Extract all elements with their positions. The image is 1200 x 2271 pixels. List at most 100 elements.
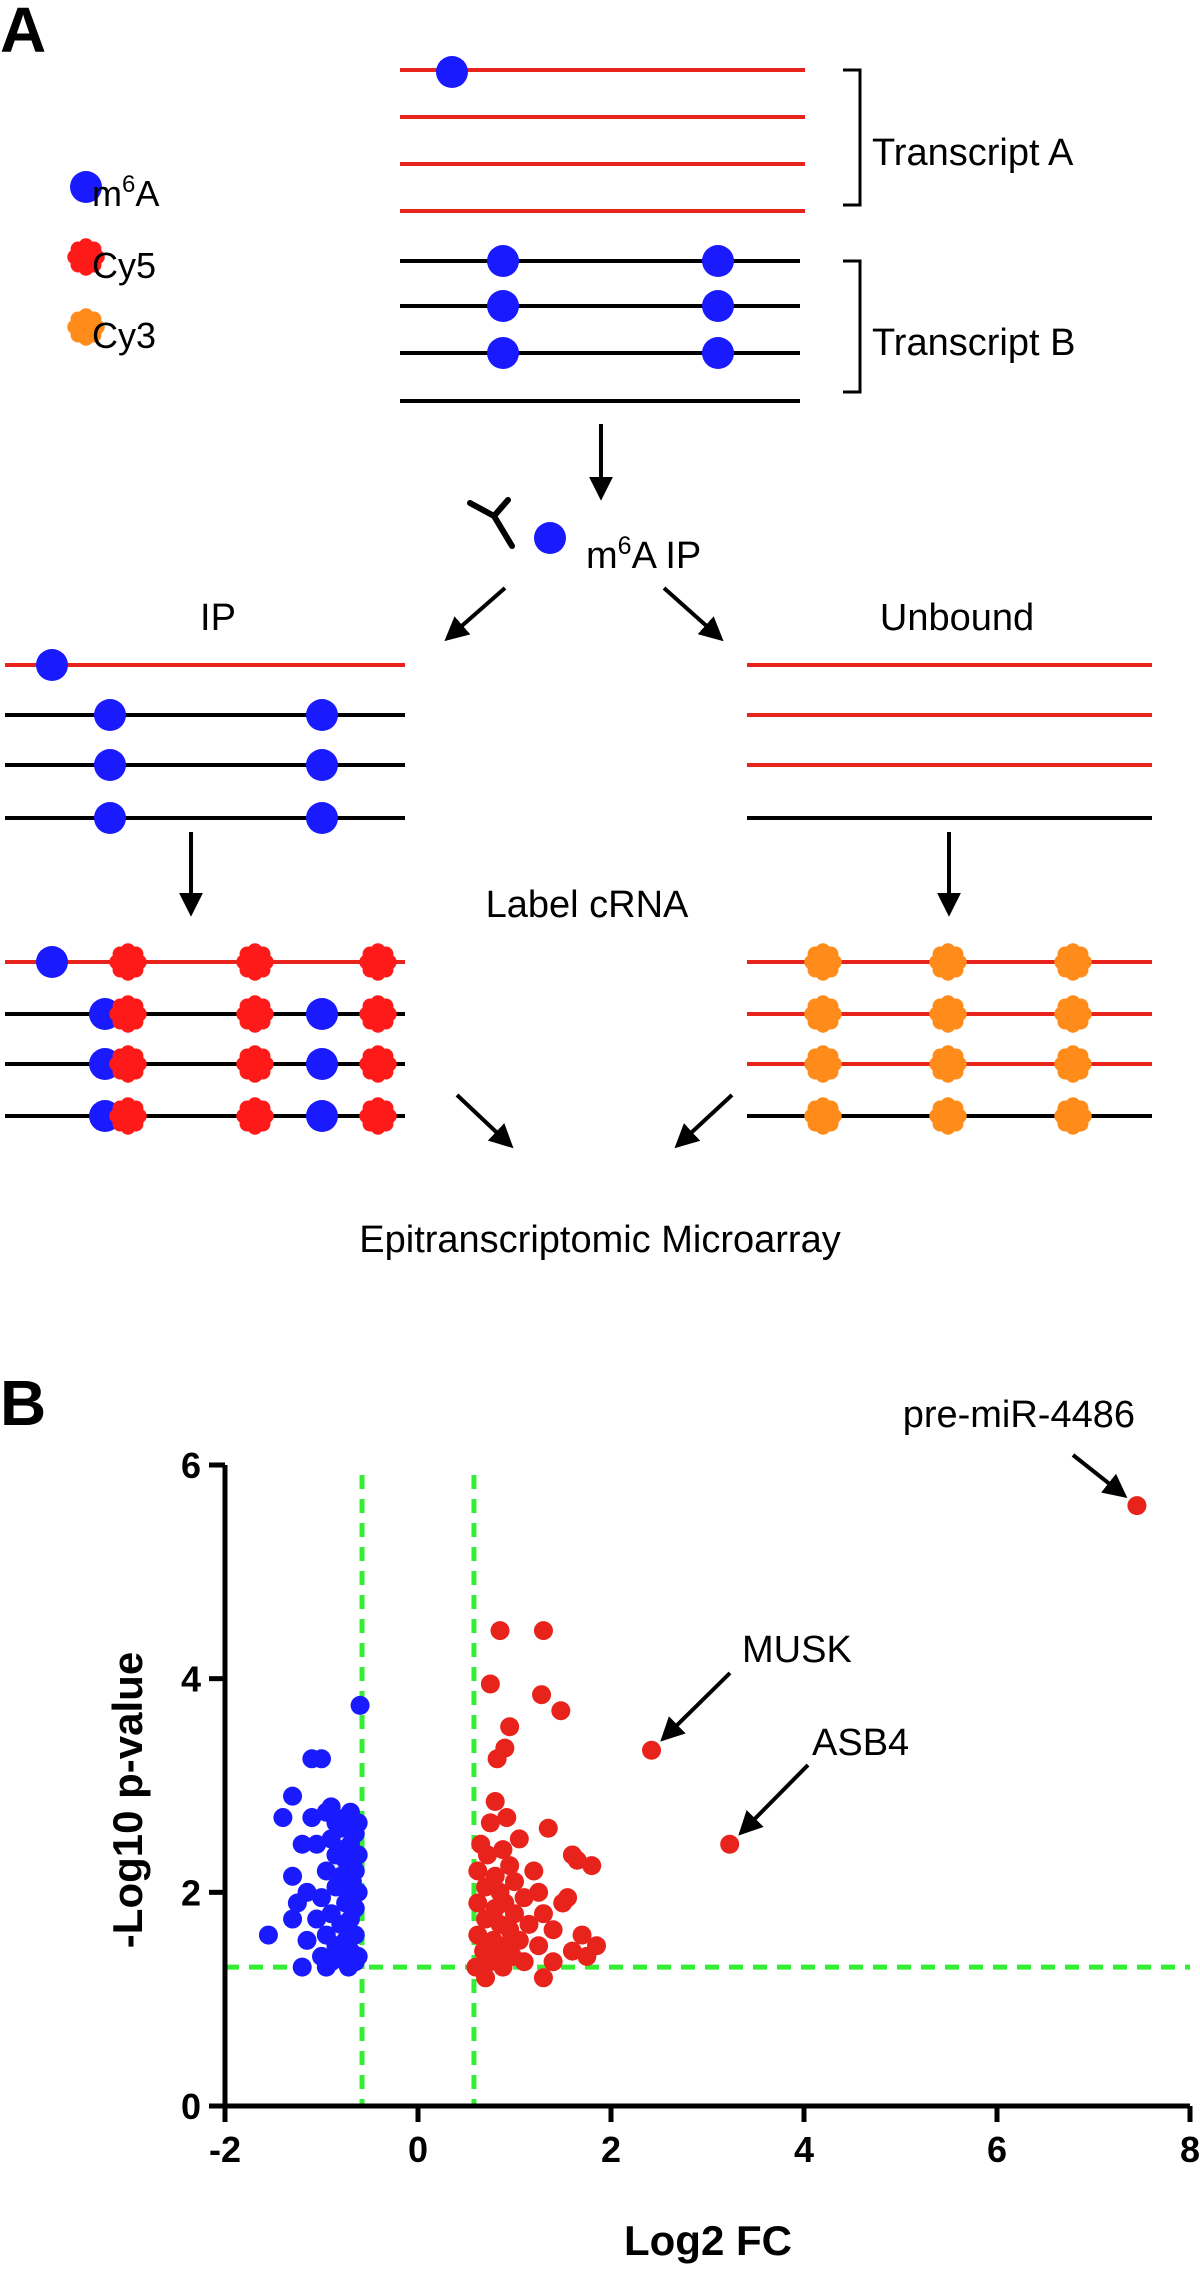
panel-a: A m6A Cy5 Cy3 Transcript A Transcript B … [0, 0, 1152, 1261]
m6a-dot [702, 245, 734, 277]
up-regulated-point [582, 1856, 602, 1876]
y-tick-label: 6 [181, 1445, 201, 1486]
m6a-dot [702, 337, 734, 369]
up-regulated-point [480, 1674, 500, 1694]
arrow-ip-to-array [455, 1093, 514, 1149]
annotation-pre-mir-4486-label: pre-miR-4486 [903, 1394, 1135, 1436]
down-regulated-point [342, 1872, 362, 1892]
y-tick-label: 0 [181, 2086, 201, 2127]
cy5-label-mark [359, 1097, 397, 1135]
legend-markers [67, 171, 105, 346]
up-regulated-point [562, 1845, 582, 1865]
legend-m6a-icon [70, 171, 102, 203]
x-tick-label: 8 [1180, 2129, 1200, 2170]
up-regulated-point [533, 1904, 553, 1924]
up-regulated-point [509, 1829, 529, 1849]
down-regulated-point [350, 1695, 370, 1715]
up-regulated-point [468, 1925, 488, 1945]
x-tick-label: 0 [408, 2129, 428, 2170]
cy3-label-mark [804, 995, 842, 1033]
cy5-label-mark [236, 995, 274, 1033]
cy3-label-mark [1054, 1045, 1092, 1083]
m6a-dot [306, 699, 338, 731]
x-tick-label: 2 [601, 2129, 621, 2170]
m6a-dot [306, 1048, 338, 1080]
down-regulated-point [283, 1786, 303, 1806]
up-regulated-point [500, 1856, 520, 1876]
m6a-dot [36, 946, 68, 978]
cy5-label-mark [359, 1045, 397, 1083]
down-regulated-point [312, 1749, 331, 1769]
panel-b-letter: B [0, 1367, 46, 1439]
cy5-label-mark [236, 1045, 274, 1083]
up-regulated-point [505, 1904, 524, 1924]
down-regulated-point [258, 1925, 278, 1945]
down-regulated-point [348, 1845, 368, 1865]
cy3-label-mark [929, 1045, 967, 1083]
arrow-to-ip-fraction [444, 586, 507, 642]
up-regulated-point [551, 1701, 571, 1721]
up-regulated-point [476, 1968, 496, 1988]
threshold-lines [225, 1475, 1190, 2106]
y-axis-title: -Log10 p-value [104, 1652, 151, 1948]
down-regulated-point [273, 1808, 293, 1828]
arrow-unbound-to-array [674, 1093, 734, 1149]
down-regulated-point [348, 1813, 368, 1833]
down-regulated-point [312, 1888, 331, 1908]
up-regulated-point [543, 1920, 563, 1940]
down-regulated-point [345, 1925, 365, 1945]
up-regulated-point [529, 1936, 549, 1956]
bracket-transcript-b [843, 259, 862, 394]
transcript-a-label: Transcript A [872, 132, 1074, 174]
m6a-dot [94, 802, 126, 834]
up-regulated-point [587, 1936, 607, 1956]
up-regulated-point [529, 1882, 549, 1902]
legend: m6A Cy5 Cy3 [67, 171, 159, 356]
up-regulated-point [533, 1968, 553, 1988]
legend-cy5-label: Cy5 [92, 245, 156, 286]
transcript-b-label: Transcript B [872, 322, 1075, 364]
up-regulated-point [468, 1861, 488, 1881]
down-regulated-point [331, 1840, 351, 1860]
down-regulated-point [345, 1898, 365, 1918]
annotation-musk-label: MUSK [742, 1629, 852, 1671]
up-regulated-point [1127, 1496, 1147, 1516]
up-regulated-point [495, 1738, 515, 1758]
up-regulated-point [519, 1914, 539, 1934]
m6a-dot [36, 649, 68, 681]
up-regulated-point [468, 1893, 488, 1913]
m6a-dot [487, 290, 519, 322]
annotation-musk-arrow [660, 1671, 732, 1742]
ip-fraction-label: IP [200, 597, 236, 639]
y-tick-label: 2 [181, 1872, 201, 1913]
m6a-dot [702, 290, 734, 322]
cy3-label-mark [1054, 1097, 1092, 1135]
m6a-dot [306, 1100, 338, 1132]
up-regulated-point [533, 1621, 553, 1641]
x-axis-title: Log2 FC [624, 2217, 792, 2264]
microarray-label: Epitranscriptomic Microarray [359, 1219, 840, 1261]
diagram-transcripts [5, 56, 1152, 1135]
down-regulated-point [316, 1957, 336, 1977]
ip-m6a-dot [534, 522, 566, 554]
up-regulated-point [500, 1717, 520, 1737]
cy5-label-mark [109, 995, 147, 1033]
legend-cy5-icon [67, 238, 105, 276]
up-regulated-point [543, 1952, 563, 1972]
cy3-label-mark [929, 1097, 967, 1135]
cy3-label-mark [804, 1045, 842, 1083]
m6a-dot [94, 749, 126, 781]
up-regulated-point [532, 1685, 552, 1705]
down-regulated-point [316, 1861, 336, 1881]
down-regulated-point [307, 1909, 327, 1929]
legend-m6a-label: m6A [92, 171, 159, 214]
data-points [258, 1496, 1147, 1988]
m6a-dot [436, 56, 468, 88]
m6a-dot [487, 245, 519, 277]
cy3-label-mark [804, 943, 842, 981]
x-tick-label: 6 [987, 2129, 1007, 2170]
bracket-transcript-a [843, 68, 862, 207]
down-regulated-point [283, 1866, 303, 1886]
up-regulated-point [485, 1792, 505, 1812]
